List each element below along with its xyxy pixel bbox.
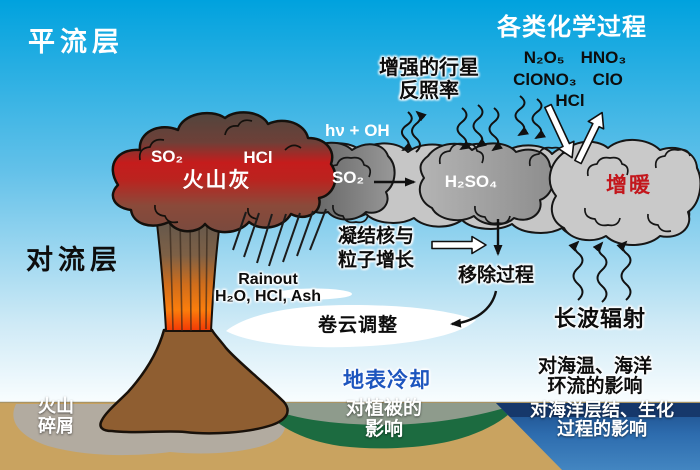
chemistry-species-row1: N₂O₅ HNO₃ bbox=[523, 48, 627, 68]
troposphere-label: 对流层 bbox=[26, 245, 122, 275]
white-block-arrows bbox=[431, 103, 605, 255]
warming-cloud bbox=[548, 139, 700, 246]
ash-cloud bbox=[111, 111, 337, 234]
cirrus-cloud bbox=[226, 288, 476, 348]
ash-so2-label: SO₂ bbox=[150, 147, 184, 166]
so2-cloud-label: SO₂ bbox=[331, 168, 365, 187]
nuclei-growth-label: 凝结核与 粒子增长 bbox=[338, 225, 414, 273]
ground bbox=[0, 401, 700, 470]
photolysis-label: hν + OH bbox=[325, 121, 390, 140]
rainout-lines bbox=[232, 208, 327, 267]
longwave-arrows bbox=[568, 240, 632, 303]
ocean-process-impact-label: 对海洋层结、生化 过程的影响 bbox=[530, 401, 674, 439]
chemistry-species-row3: HCl bbox=[555, 91, 585, 110]
h2so4-cloud-label: H₂SO₄ bbox=[444, 172, 498, 191]
longwave-label: 长波辐射 bbox=[553, 306, 647, 331]
debris-line2: 碎屑 bbox=[38, 416, 74, 436]
nuclei-line1: 凝结核与 bbox=[338, 226, 415, 247]
albedo-line1: 增强的行星 bbox=[379, 57, 479, 79]
sea-temp-line2: 环流的影响 bbox=[547, 376, 643, 397]
vegetation-line1: 对植被的 bbox=[345, 398, 423, 419]
chemistry-title: 各类化学过程 bbox=[497, 14, 647, 41]
cloud-scallops bbox=[325, 142, 691, 233]
ocean-process-line2: 过程的影响 bbox=[557, 419, 647, 439]
vegetation-land-edge bbox=[260, 403, 520, 425]
chemistry-species-row2: ClONO₃ ClO bbox=[513, 70, 623, 90]
debris-line1: 火山 bbox=[38, 396, 74, 416]
albedo-label: 增强的行星 反照率 bbox=[379, 57, 479, 103]
chemistry-up-arrow bbox=[574, 111, 605, 165]
volcano bbox=[99, 213, 289, 435]
warming-label: 增暖 bbox=[606, 174, 652, 197]
stratosphere-label: 平流层 bbox=[28, 27, 124, 57]
vegetation-line2: 影响 bbox=[364, 419, 404, 440]
ash-hcl-label: HCl bbox=[243, 148, 273, 167]
species-n2o5: N₂O₅ bbox=[523, 48, 565, 67]
surface-cooling-label: 地表冷却 bbox=[343, 369, 431, 392]
species-clo: ClO bbox=[592, 70, 623, 89]
nuclei-line2: 粒子增长 bbox=[338, 250, 415, 271]
species-hno3: HNO₃ bbox=[580, 48, 627, 67]
volcano-cone bbox=[99, 328, 289, 435]
cirrus-adjust-arrow bbox=[450, 290, 498, 328]
rainout-label: Rainout bbox=[238, 271, 298, 288]
albedo-line2: 反照率 bbox=[399, 80, 459, 102]
particle-growth-arrow bbox=[431, 235, 487, 255]
removal-label: 移除过程 bbox=[458, 265, 535, 286]
chemistry-down-arrow bbox=[544, 103, 575, 159]
species-clono3: ClONO₃ bbox=[513, 70, 577, 89]
ocean-process-line1: 对海洋层结、生化 bbox=[530, 400, 674, 420]
ocean-horizon-band bbox=[496, 403, 700, 417]
sea-temperature-impact-label: 对海温、海洋 环流的影响 bbox=[538, 357, 652, 397]
flow-arrows bbox=[374, 177, 503, 328]
cirrus-label: 卷云调整 bbox=[318, 315, 399, 336]
column-streaks bbox=[169, 215, 208, 332]
vegetation-impact-label: 对植被的 影响 bbox=[346, 398, 422, 440]
solar-scatter-arrows bbox=[401, 95, 547, 153]
sea-temp-line1: 对海温、海洋 bbox=[537, 356, 653, 377]
volcanic-debris-label: 火山 碎屑 bbox=[38, 396, 74, 436]
ocean bbox=[496, 403, 700, 470]
rainout-species-label: H₂O, HCl, Ash bbox=[214, 288, 322, 305]
volcanic-ash-label: 火山灰 bbox=[182, 169, 252, 192]
